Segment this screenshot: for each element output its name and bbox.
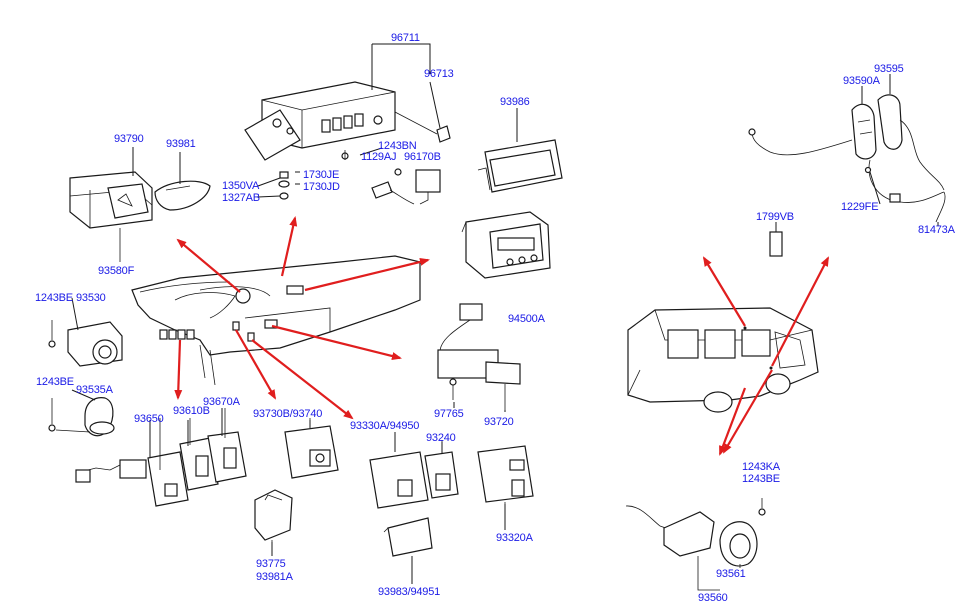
part-label-93730B-93740[interactable]: 93730B/93740 <box>253 408 323 420</box>
leader-lines <box>71 43 939 584</box>
part-label-96170B[interactable]: 96170B <box>404 151 441 163</box>
part-label-93320A[interactable]: 93320A <box>496 532 533 544</box>
dashboard-drawing <box>131 255 421 386</box>
switch-93330A-drawing <box>369 432 459 582</box>
part-label-96713[interactable]: 96713 <box>424 68 454 80</box>
part-label-93983-94951[interactable]: 93983/94951 <box>378 586 441 598</box>
location-arrows <box>174 216 829 456</box>
part-label-93240[interactable]: 93240 <box>426 432 456 444</box>
part-label-93775[interactable]: 93775 <box>256 558 286 570</box>
van-drawing <box>627 307 819 413</box>
part-label-93580F[interactable]: 93580F <box>98 265 135 277</box>
hazard-switch-drawing <box>69 171 211 262</box>
sticker-1799VB-shape <box>769 231 783 257</box>
part-label-1243BN[interactable]: 1243BN <box>378 140 417 152</box>
part-label-93595[interactable]: 93595 <box>874 63 904 75</box>
part-label-93790[interactable]: 93790 <box>114 133 144 145</box>
display-panel-drawing <box>461 139 563 279</box>
switch-93560-drawing <box>625 498 766 591</box>
part-label-97765[interactable]: 97765 <box>434 408 464 420</box>
door-switch-harness-drawing <box>748 94 946 223</box>
part-label-93981[interactable]: 93981 <box>166 138 196 150</box>
part-label-93610B[interactable]: 93610B <box>173 405 210 417</box>
part-label-93650[interactable]: 93650 <box>134 413 164 425</box>
part-label-93981A[interactable]: 93981A <box>256 571 293 583</box>
part-label-1327AB[interactable]: 1327AB <box>222 192 260 204</box>
part-label-1799VB[interactable]: 1799VB <box>756 211 794 223</box>
part-label-81473A[interactable]: 81473A <box>918 224 955 236</box>
part-label-94500A[interactable]: 94500A <box>508 313 545 325</box>
switch-row-drawing <box>75 408 247 507</box>
part-label-1243BE-b[interactable]: 1243BE <box>36 376 74 388</box>
part-label-1229FE[interactable]: 1229FE <box>841 201 879 213</box>
part-label-93535A[interactable]: 93535A <box>76 384 113 396</box>
part-label-93330A-94950[interactable]: 93330A/94950 <box>350 420 420 432</box>
part-label-1129AJ[interactable]: 1129AJ <box>361 151 397 163</box>
part-label-1350VA[interactable]: 1350VA <box>222 180 260 192</box>
part-label-93590A[interactable]: 93590A <box>843 75 880 87</box>
part-label-93720[interactable]: 93720 <box>484 416 514 428</box>
part-label-93670A[interactable]: 93670A <box>203 396 240 408</box>
control-unit-drawing <box>244 81 451 205</box>
part-label-1730JD[interactable]: 1730JD <box>303 181 340 193</box>
part-label-1243BE-c[interactable]: 1243BE <box>742 473 780 485</box>
part-label-1730JE[interactable]: 1730JE <box>303 169 340 181</box>
dimmer-drawing <box>48 320 123 437</box>
part-label-1243BE-a[interactable]: 1243BE <box>35 292 73 304</box>
part-label-93560[interactable]: 93560 <box>698 592 728 604</box>
part-label-96711[interactable]: 96711 <box>391 32 420 44</box>
part-label-93561[interactable]: 93561 <box>716 568 746 580</box>
relay-93720-drawing <box>437 303 521 410</box>
part-label-93986[interactable]: 93986 <box>500 96 530 108</box>
part-label-93530[interactable]: 93530 <box>76 292 106 304</box>
part-label-1243KA[interactable]: 1243KA <box>742 461 780 473</box>
switch-93730B-drawing <box>254 418 339 552</box>
